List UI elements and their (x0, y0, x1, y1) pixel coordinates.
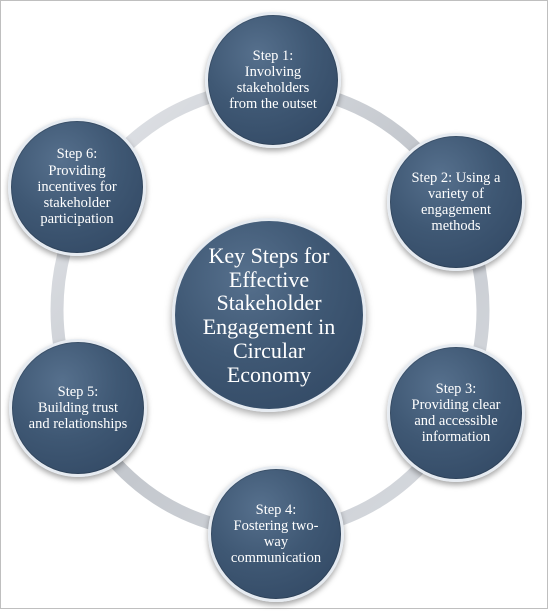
step-2-node: Step 2: Using a variety of engagement me… (387, 133, 525, 271)
step-2-label: Step 2: Using a variety of engagement me… (411, 169, 501, 235)
step-3-node: Step 3: Providing clear and accessible i… (387, 344, 525, 482)
step-4-node: Step 4: Fostering two-way communication (208, 466, 344, 602)
center-node: Key Steps for Effective Stakeholder Enga… (172, 218, 366, 412)
step-5-node: Step 5: Building trust and relationships (9, 339, 147, 477)
step-3-label: Step 3: Providing clear and accessible i… (411, 380, 501, 446)
step-6-node: Step 6: Providing incentives for stakeho… (8, 118, 146, 256)
step-1-label: Step 1: Involving stakeholders from the … (229, 47, 317, 113)
step-4-label: Step 4: Fostering two-way communication (230, 501, 322, 567)
center-title: Key Steps for Effective Stakeholder Enga… (202, 242, 336, 387)
step-5-label: Step 5: Building trust and relationships (28, 383, 128, 433)
step-6-label: Step 6: Providing incentives for stakeho… (37, 146, 117, 228)
step-1-node: Step 1: Involving stakeholders from the … (205, 12, 341, 148)
